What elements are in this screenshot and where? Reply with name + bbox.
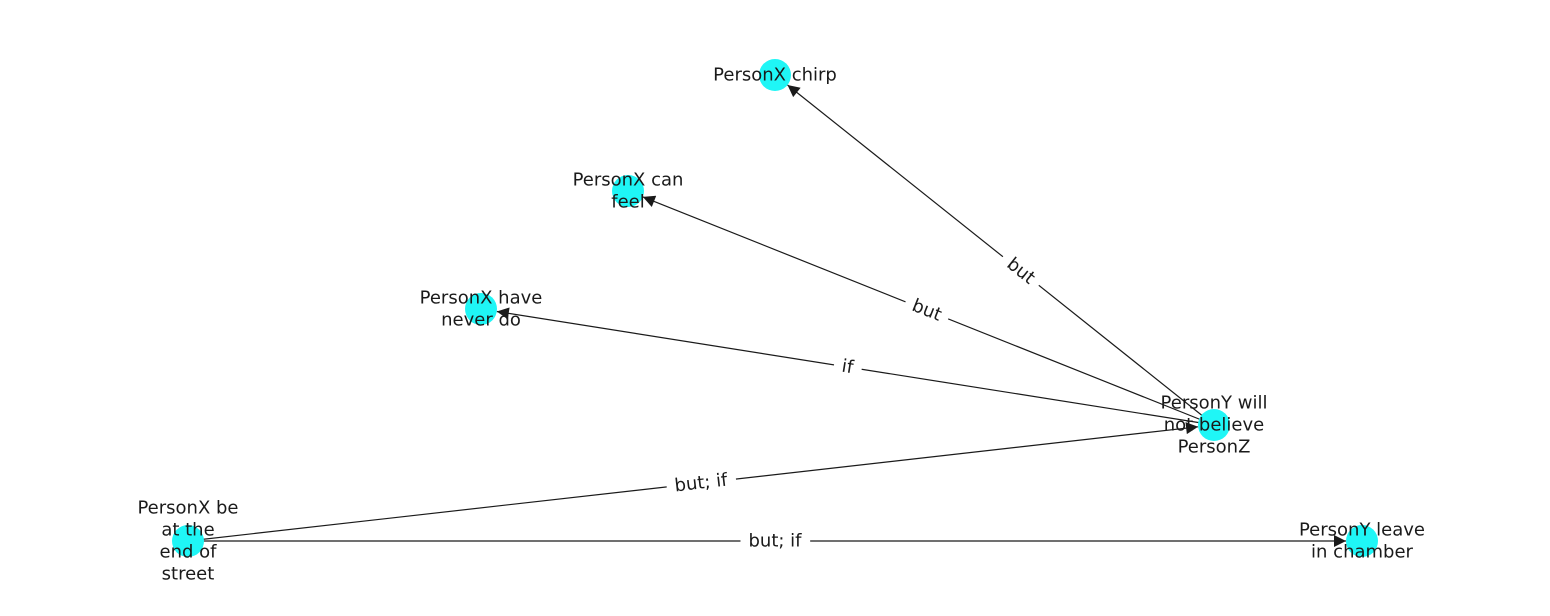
- node-chamber: [1346, 525, 1378, 557]
- node-label-line: PersonX have: [420, 288, 543, 309]
- edge-label-group: but; if: [740, 528, 811, 554]
- node-label-line: PersonZ: [1178, 437, 1251, 458]
- node-feel: [612, 175, 644, 207]
- edge-label-background: [665, 466, 738, 500]
- node-label-chirp: PersonX chirp: [713, 65, 837, 86]
- nodes-layer: [172, 59, 1378, 557]
- edge-label-background: [740, 528, 811, 554]
- node-street: [172, 525, 204, 557]
- edge-label-group: but: [995, 246, 1047, 296]
- edge-label: but; if: [748, 531, 802, 552]
- node-label-line: at the: [161, 520, 214, 541]
- edge-believe-to-chirp: [787, 84, 1215, 426]
- edge-label-background: [832, 352, 864, 382]
- node-label-line: in chamber: [1311, 542, 1414, 563]
- node-label-line: PersonY will: [1161, 393, 1268, 414]
- node-label-line: PersonX chirp: [713, 65, 837, 86]
- node-label-line: PersonY leave: [1299, 520, 1425, 541]
- edge-label-background: [900, 290, 953, 331]
- node-label-line: never do: [441, 310, 521, 331]
- node-label-line: end of: [160, 542, 218, 563]
- node-label-line: PersonX be: [137, 498, 238, 519]
- node-label-line: PersonX can: [573, 170, 684, 191]
- edges-layer: [187, 84, 1346, 547]
- node-chirp: [759, 59, 791, 91]
- node-label-line: street: [162, 564, 215, 585]
- edge-label-background: [995, 246, 1047, 296]
- node-believe: [1198, 409, 1230, 441]
- edge-labels-layer: but but if but; if but; if: [665, 246, 1047, 554]
- edge-label-group: but: [900, 290, 953, 331]
- node-label-line: feel: [611, 192, 645, 213]
- edge-label: if: [840, 356, 855, 379]
- edge-label-group: if: [832, 352, 864, 382]
- node-never: [465, 293, 497, 325]
- node-label-line: not believe: [1164, 415, 1265, 436]
- edge-label-group: but; if: [665, 466, 738, 500]
